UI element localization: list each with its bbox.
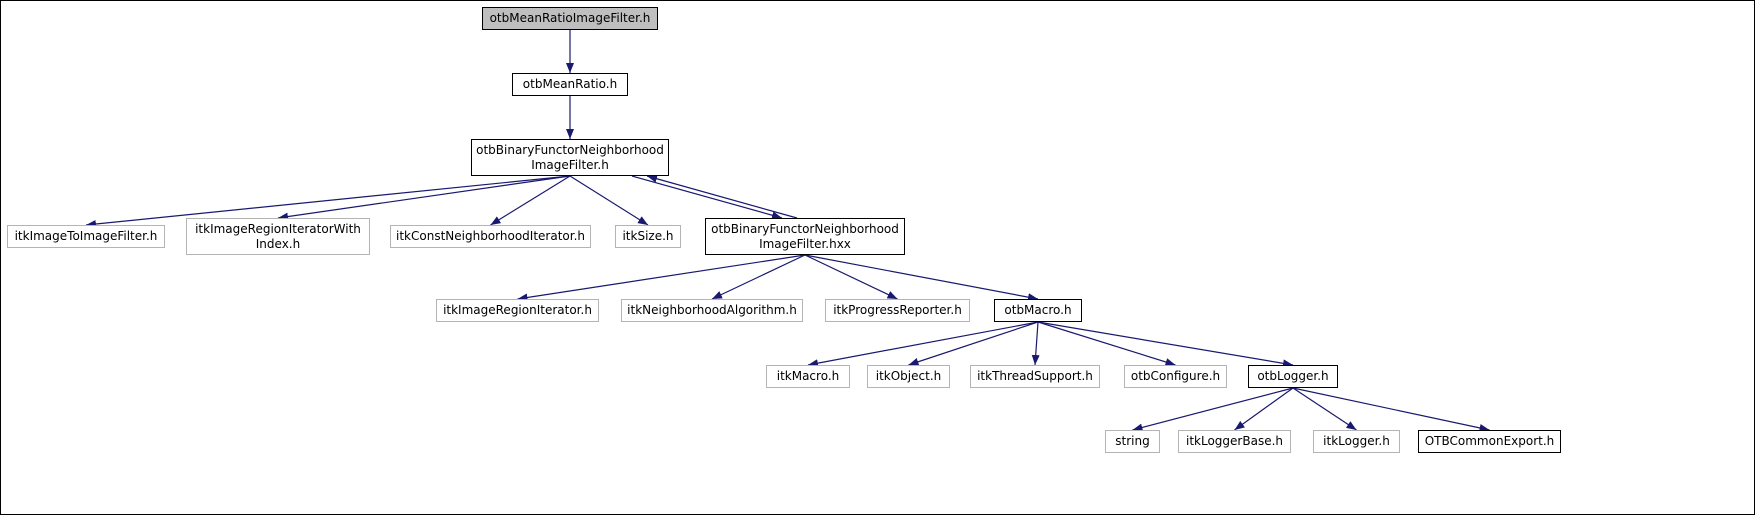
graph-edge-otbMacro_h--itkThreadSupport_h bbox=[1031, 321, 1040, 366]
graph-edge-otbLogger_h--itkLoggerBase_h bbox=[1234, 387, 1294, 431]
graph-node-itkConstNeighborhoodIterator_h: itkConstNeighborhoodIterator.h bbox=[390, 225, 591, 248]
graph-node-label: itkLoggerBase.h bbox=[1186, 434, 1283, 448]
graph-edge-otbBinaryFunctorNeighborhoodImageFilter_h--itkConstNeighborhoodIterator_h bbox=[490, 175, 571, 226]
graph-edge-otbMacro_h--otbLogger_h bbox=[1037, 321, 1294, 368]
graph-node-itkLogger_h: itkLogger.h bbox=[1313, 430, 1400, 453]
graph-edge-otbBinaryFunctorNeighborhoodImageFilter_hxx--itkNeighborhoodAlgorithm_h bbox=[711, 254, 806, 300]
graph-node-itkImageRegionIterator_h: itkImageRegionIterator.h bbox=[436, 299, 599, 322]
graph-node-otbBinaryFunctorNeighborhoodImageFilter_h[interactable]: otbBinaryFunctorNeighborhood ImageFilter… bbox=[471, 139, 669, 176]
graph-edge-otbMacro_h--otbConfigure_h bbox=[1037, 321, 1176, 366]
graph-node-itkLoggerBase_h: itkLoggerBase.h bbox=[1178, 430, 1291, 453]
graph-node-label: otbBinaryFunctorNeighborhood ImageFilter… bbox=[711, 221, 899, 251]
graph-node-itkImageRegionIteratorWithIndex_h: itkImageRegionIteratorWith Index.h bbox=[186, 218, 370, 255]
graph-edge-otbMacro_h--itkMacro_h bbox=[807, 321, 1039, 368]
graph-node-otbMacro_h[interactable]: otbMacro.h bbox=[994, 299, 1082, 322]
graph-node-label: itkNeighborhoodAlgorithm.h bbox=[627, 303, 797, 317]
graph-node-label: itkThreadSupport.h bbox=[977, 369, 1093, 383]
graph-edge-otbBinaryFunctorNeighborhoodImageFilter_h--itkImageToImageFilter_h bbox=[85, 175, 571, 228]
graph-edge-otbBinaryFunctorNeighborhoodImageFilter_h--itkSize_h bbox=[569, 175, 649, 226]
graph-edge-otbBinaryFunctorNeighborhoodImageFilter_hxx--otbMacro_h bbox=[804, 254, 1039, 302]
graph-node-otbMeanRatioImageFilter_h: otbMeanRatioImageFilter.h bbox=[482, 7, 658, 30]
graph-edge-otbLogger_h--string bbox=[1132, 387, 1294, 432]
graph-node-label: string bbox=[1115, 434, 1150, 448]
graph-node-label: itkLogger.h bbox=[1323, 434, 1390, 448]
graph-edge-otbMacro_h--itkObject_h bbox=[908, 321, 1039, 366]
graph-edge-otbBinaryFunctorNeighborhoodImageFilter_h--itkImageRegionIteratorWithIndex_h bbox=[277, 175, 571, 221]
graph-node-label: itkImageToImageFilter.h bbox=[14, 229, 158, 243]
graph-node-label: itkConstNeighborhoodIterator.h bbox=[396, 229, 585, 243]
graph-node-itkNeighborhoodAlgorithm_h: itkNeighborhoodAlgorithm.h bbox=[621, 299, 803, 322]
graph-node-otbMeanRatio_h[interactable]: otbMeanRatio.h bbox=[512, 73, 628, 96]
graph-node-label: itkImageRegionIteratorWith Index.h bbox=[195, 221, 361, 251]
graph-node-label: OTBCommonExport.h bbox=[1424, 434, 1555, 448]
graph-node-itkObject_h: itkObject.h bbox=[867, 365, 950, 388]
graph-node-otbLogger_h[interactable]: otbLogger.h bbox=[1248, 365, 1338, 388]
graph-node-label: itkProgressReporter.h bbox=[833, 303, 962, 317]
graph-node-otbConfigure_h: otbConfigure.h bbox=[1124, 365, 1227, 388]
graph-node-OTBCommonExport_h[interactable]: OTBCommonExport.h bbox=[1418, 430, 1561, 453]
graph-node-itkImageToImageFilter_h: itkImageToImageFilter.h bbox=[7, 225, 165, 248]
graph-edge-otbBinaryFunctorNeighborhoodImageFilter_hxx--itkProgressReporter_h bbox=[804, 254, 898, 300]
graph-edge-otbLogger_h--itkLogger_h bbox=[1292, 387, 1357, 431]
graph-node-itkSize_h: itkSize.h bbox=[615, 225, 681, 248]
graph-node-label: itkSize.h bbox=[622, 229, 674, 243]
graph-node-label: itkMacro.h bbox=[776, 369, 840, 383]
graph-node-label: otbMeanRatioImageFilter.h bbox=[489, 11, 651, 25]
graph-node-label: otbBinaryFunctorNeighborhood ImageFilter… bbox=[476, 142, 664, 172]
graph-node-itkProgressReporter_h: itkProgressReporter.h bbox=[825, 299, 970, 322]
graph-node-otbBinaryFunctorNeighborhoodImageFilter_hxx[interactable]: otbBinaryFunctorNeighborhood ImageFilter… bbox=[705, 218, 905, 255]
graph-edge-otbLogger_h--OTBCommonExport_h bbox=[1292, 387, 1490, 432]
graph-edge-otbBinaryFunctorNeighborhoodImageFilter_hxx--otbBinaryFunctorNeighborhoodImageFilter_h bbox=[646, 174, 798, 219]
graph-edge-otbBinaryFunctorNeighborhoodImageFilter_hxx--itkImageRegionIterator_h bbox=[517, 254, 806, 302]
graph-node-label: otbConfigure.h bbox=[1130, 369, 1221, 383]
graph-node-label: otbMeanRatio.h bbox=[522, 77, 618, 91]
graph-node-label: itkImageRegionIterator.h bbox=[443, 303, 592, 317]
graph-node-itkThreadSupport_h: itkThreadSupport.h bbox=[970, 365, 1100, 388]
graph-edge-otbBinaryFunctorNeighborhoodImageFilter_h--otbBinaryFunctorNeighborhoodImageFilter_hxx bbox=[631, 175, 783, 220]
graph-node-itkMacro_h: itkMacro.h bbox=[766, 365, 850, 388]
graph-node-label: otbLogger.h bbox=[1257, 369, 1329, 383]
graph-node-string: string bbox=[1105, 430, 1160, 453]
graph-node-label: otbMacro.h bbox=[1004, 303, 1072, 317]
graph-node-label: itkObject.h bbox=[875, 369, 942, 383]
